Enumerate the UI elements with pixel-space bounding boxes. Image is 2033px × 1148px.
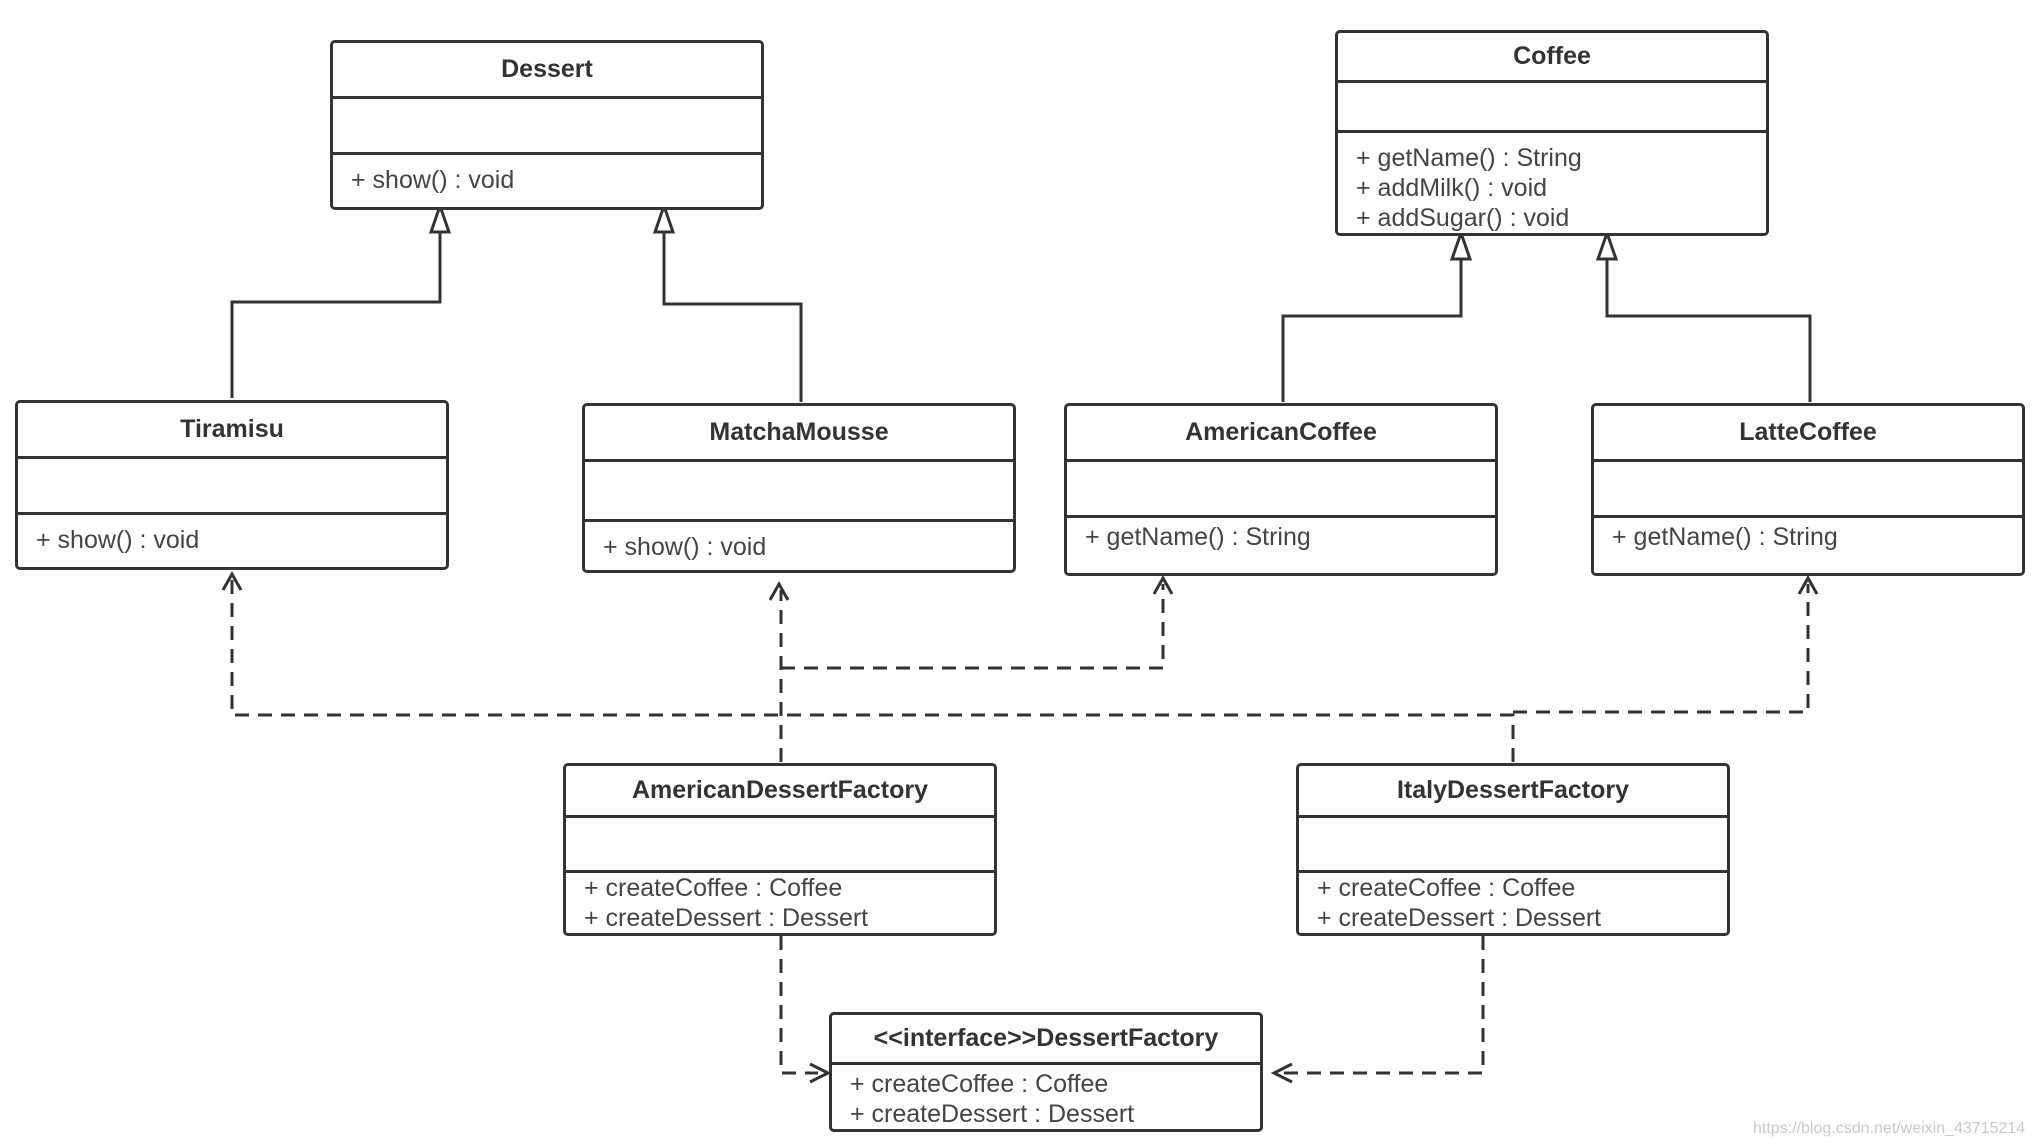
operation: + show() : void <box>36 526 200 554</box>
attributes-compartment <box>1299 818 1727 873</box>
dependency-arrowhead <box>768 580 790 601</box>
dependency-americanfactory-americancoffee <box>781 584 1165 670</box>
operation: + addMilk() : void <box>1356 174 1548 202</box>
class-american-dessert-factory[interactable]: AmericanDessertFactory + createCoffee : … <box>563 763 997 936</box>
class-name: Tiramisu <box>18 403 446 459</box>
generalization-arrowhead <box>652 201 676 234</box>
generalization-arrowhead <box>1449 228 1473 261</box>
class-name: AmericanDessertFactory <box>566 766 994 818</box>
operations-compartment: + createCoffee : Coffee + createDessert … <box>1299 873 1727 933</box>
class-dessert[interactable]: Dessert + show() : void <box>330 40 764 210</box>
operations-compartment: + createCoffee : Coffee + createDessert … <box>566 873 994 933</box>
operations-compartment: + show() : void <box>333 155 761 207</box>
dependency-arrowhead <box>1797 574 1819 595</box>
operation: + createDessert : Dessert <box>584 904 869 932</box>
realization-arrowhead <box>1270 1062 1293 1084</box>
interface-name: <<interface>>DessertFactory <box>832 1015 1260 1065</box>
class-name: Dessert <box>333 43 761 99</box>
realization-italyfactory-interface <box>1284 936 1485 1075</box>
operation: + createDessert : Dessert <box>850 1100 1135 1128</box>
class-latte-coffee[interactable]: LatteCoffee + getName() : String <box>1591 403 2025 576</box>
generalization-americancoffee-coffee <box>1281 259 1463 402</box>
operations-compartment: + getName() : String + addMilk() : void … <box>1338 133 1766 233</box>
operation: + createCoffee : Coffee <box>1317 874 1576 902</box>
operations-compartment: + show() : void <box>18 515 446 567</box>
operation: + getName() : String <box>1612 523 1838 551</box>
class-italy-dessert-factory[interactable]: ItalyDessertFactory + createCoffee : Cof… <box>1296 763 1730 936</box>
interface-dessert-factory[interactable]: <<interface>>DessertFactory + createCoff… <box>829 1012 1263 1132</box>
class-name: AmericanCoffee <box>1067 406 1495 462</box>
generalization-tiramisu-dessert <box>230 232 442 398</box>
operation: + getName() : String <box>1085 523 1311 551</box>
operations-compartment: + show() : void <box>585 522 1013 570</box>
class-name: Coffee <box>1338 33 1766 83</box>
dependency-arrowhead <box>221 570 243 591</box>
dependency-italyfactory-tiramisu <box>230 580 1515 762</box>
generalization-lattecoffee-coffee <box>1605 259 1812 402</box>
generalization-matchamousse-dessert <box>662 232 803 402</box>
operation: + createDessert : Dessert <box>1317 904 1602 932</box>
operations-compartment: + createCoffee : Coffee + createDessert … <box>832 1065 1260 1129</box>
attributes-compartment <box>585 462 1013 522</box>
attributes-compartment <box>1338 83 1766 133</box>
attributes-compartment <box>333 99 761 155</box>
realization-arrowhead <box>809 1062 832 1084</box>
class-coffee[interactable]: Coffee + getName() : String + addMilk() … <box>1335 30 1769 236</box>
attributes-compartment <box>1067 462 1495 518</box>
operation: + createCoffee : Coffee <box>584 874 843 902</box>
dependency-arrowhead <box>1152 574 1174 595</box>
class-tiramisu[interactable]: Tiramisu + show() : void <box>15 400 449 570</box>
class-name: MatchaMousse <box>585 406 1013 462</box>
dependency-italyfactory-lattecoffee <box>1513 584 1810 714</box>
class-american-coffee[interactable]: AmericanCoffee + getName() : String <box>1064 403 1498 576</box>
attributes-compartment <box>1594 462 2022 518</box>
operation: + createCoffee : Coffee <box>850 1070 1109 1098</box>
class-matcha-mousse[interactable]: MatchaMousse + show() : void <box>582 403 1016 573</box>
class-name: LatteCoffee <box>1594 406 2022 462</box>
class-name: ItalyDessertFactory <box>1299 766 1727 818</box>
attributes-compartment <box>18 459 446 515</box>
operation: + show() : void <box>351 166 515 194</box>
watermark: https://blog.csdn.net/weixin_43715214 <box>1753 1120 2026 1137</box>
operation: + getName() : String <box>1356 144 1582 172</box>
generalization-arrowhead <box>428 201 452 234</box>
operation: + addSugar() : void <box>1356 204 1570 232</box>
operations-compartment: + getName() : String <box>1067 518 1495 573</box>
operations-compartment: + getName() : String <box>1594 518 2022 573</box>
realization-americanfactory-interface <box>779 936 818 1075</box>
attributes-compartment <box>566 818 994 873</box>
operation: + show() : void <box>603 533 767 561</box>
generalization-arrowhead <box>1595 228 1619 261</box>
